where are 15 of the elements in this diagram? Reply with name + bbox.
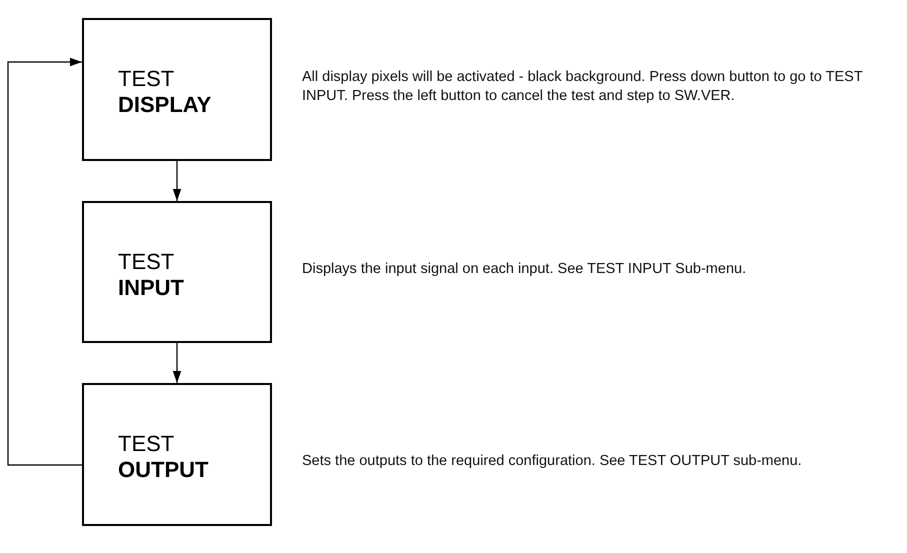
box-title: TEST xyxy=(118,431,174,457)
description-text: Displays the input signal on each input. See TEST INPUT Sub-menu. xyxy=(302,260,748,279)
process-box xyxy=(82,201,272,343)
arrow xyxy=(7,58,82,466)
box-heading: INPUT xyxy=(118,274,184,300)
process-box xyxy=(82,383,272,526)
box-heading: OUTPUT xyxy=(118,457,208,483)
description-text: Sets the outputs to the required configuration. See TEST OUTPUT sub-menu. xyxy=(302,452,803,471)
description-text: All display pixels will be activated - black background. Press down button to go to TEST INPUT. Press the left button to cancel the test and step to SW.VER. xyxy=(302,68,864,106)
box-title: TEST xyxy=(118,66,174,92)
box-title: TEST xyxy=(118,248,174,274)
process-box xyxy=(82,18,272,161)
arrow xyxy=(172,343,182,383)
box-heading: DISPLAY xyxy=(118,92,212,118)
arrow xyxy=(172,161,182,201)
